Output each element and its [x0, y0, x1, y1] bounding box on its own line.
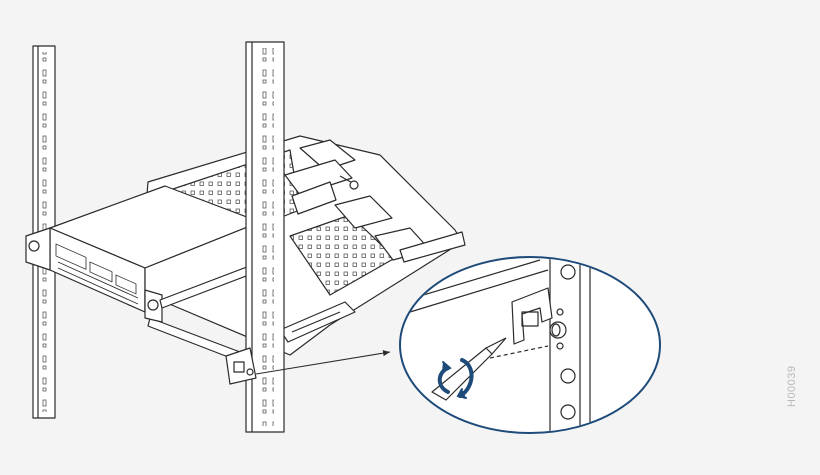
- rotate-arrow-icon: [437, 358, 474, 399]
- mounting-tray: [139, 135, 466, 361]
- rear-bracket: [225, 347, 257, 385]
- figure-id-label: H00039: [786, 365, 798, 407]
- center-rack-rail: [245, 41, 285, 433]
- detail-callout: [399, 256, 661, 434]
- bracket-icon: [511, 287, 553, 345]
- screw-icon: [549, 308, 567, 350]
- router-device: [25, 185, 263, 323]
- detail-leader-arrow: [255, 350, 391, 375]
